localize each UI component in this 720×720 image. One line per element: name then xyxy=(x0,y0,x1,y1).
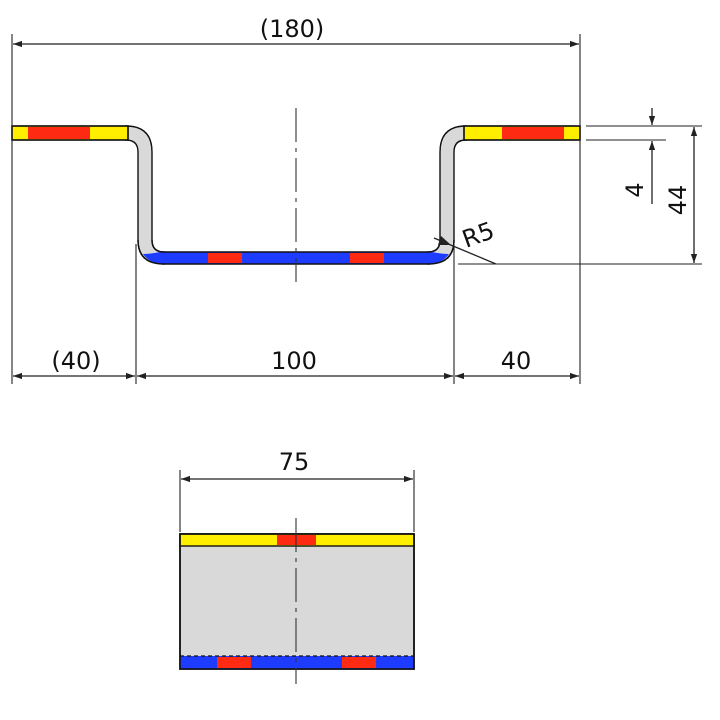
dim-label-left-flange: (40) xyxy=(51,347,100,375)
side-view-bottom-marker-left xyxy=(217,657,251,668)
side-view-outline xyxy=(179,533,415,670)
dim-label-bend-radius: R5 xyxy=(458,216,498,253)
dim-label-side-width: 75 xyxy=(279,448,310,476)
side-view-bottom-marker-right xyxy=(342,657,376,668)
right-flange-marker xyxy=(502,127,564,139)
bottom-web-marker-left xyxy=(208,253,242,263)
radius-leader-arrow xyxy=(438,236,451,245)
side-view-body xyxy=(179,533,415,670)
dim-label-overall-width: (180) xyxy=(260,15,325,43)
side-view: 75 xyxy=(179,448,415,684)
bottom-web-left-round xyxy=(143,252,164,264)
left-flange-marker xyxy=(28,127,90,139)
dim-label-right-flange: 40 xyxy=(501,347,532,375)
dim-label-bottom-width: 100 xyxy=(271,347,317,375)
bottom-web-marker-right xyxy=(350,253,384,263)
front-view: (180) (40) 100 40 4 44 R5 xyxy=(11,15,702,384)
side-view-bottom-strip xyxy=(180,656,414,669)
dim-label-thickness: 4 xyxy=(621,182,649,197)
dim-label-height: 44 xyxy=(664,185,692,216)
left-wall xyxy=(125,125,165,265)
bottom-web-right-round xyxy=(428,252,449,264)
